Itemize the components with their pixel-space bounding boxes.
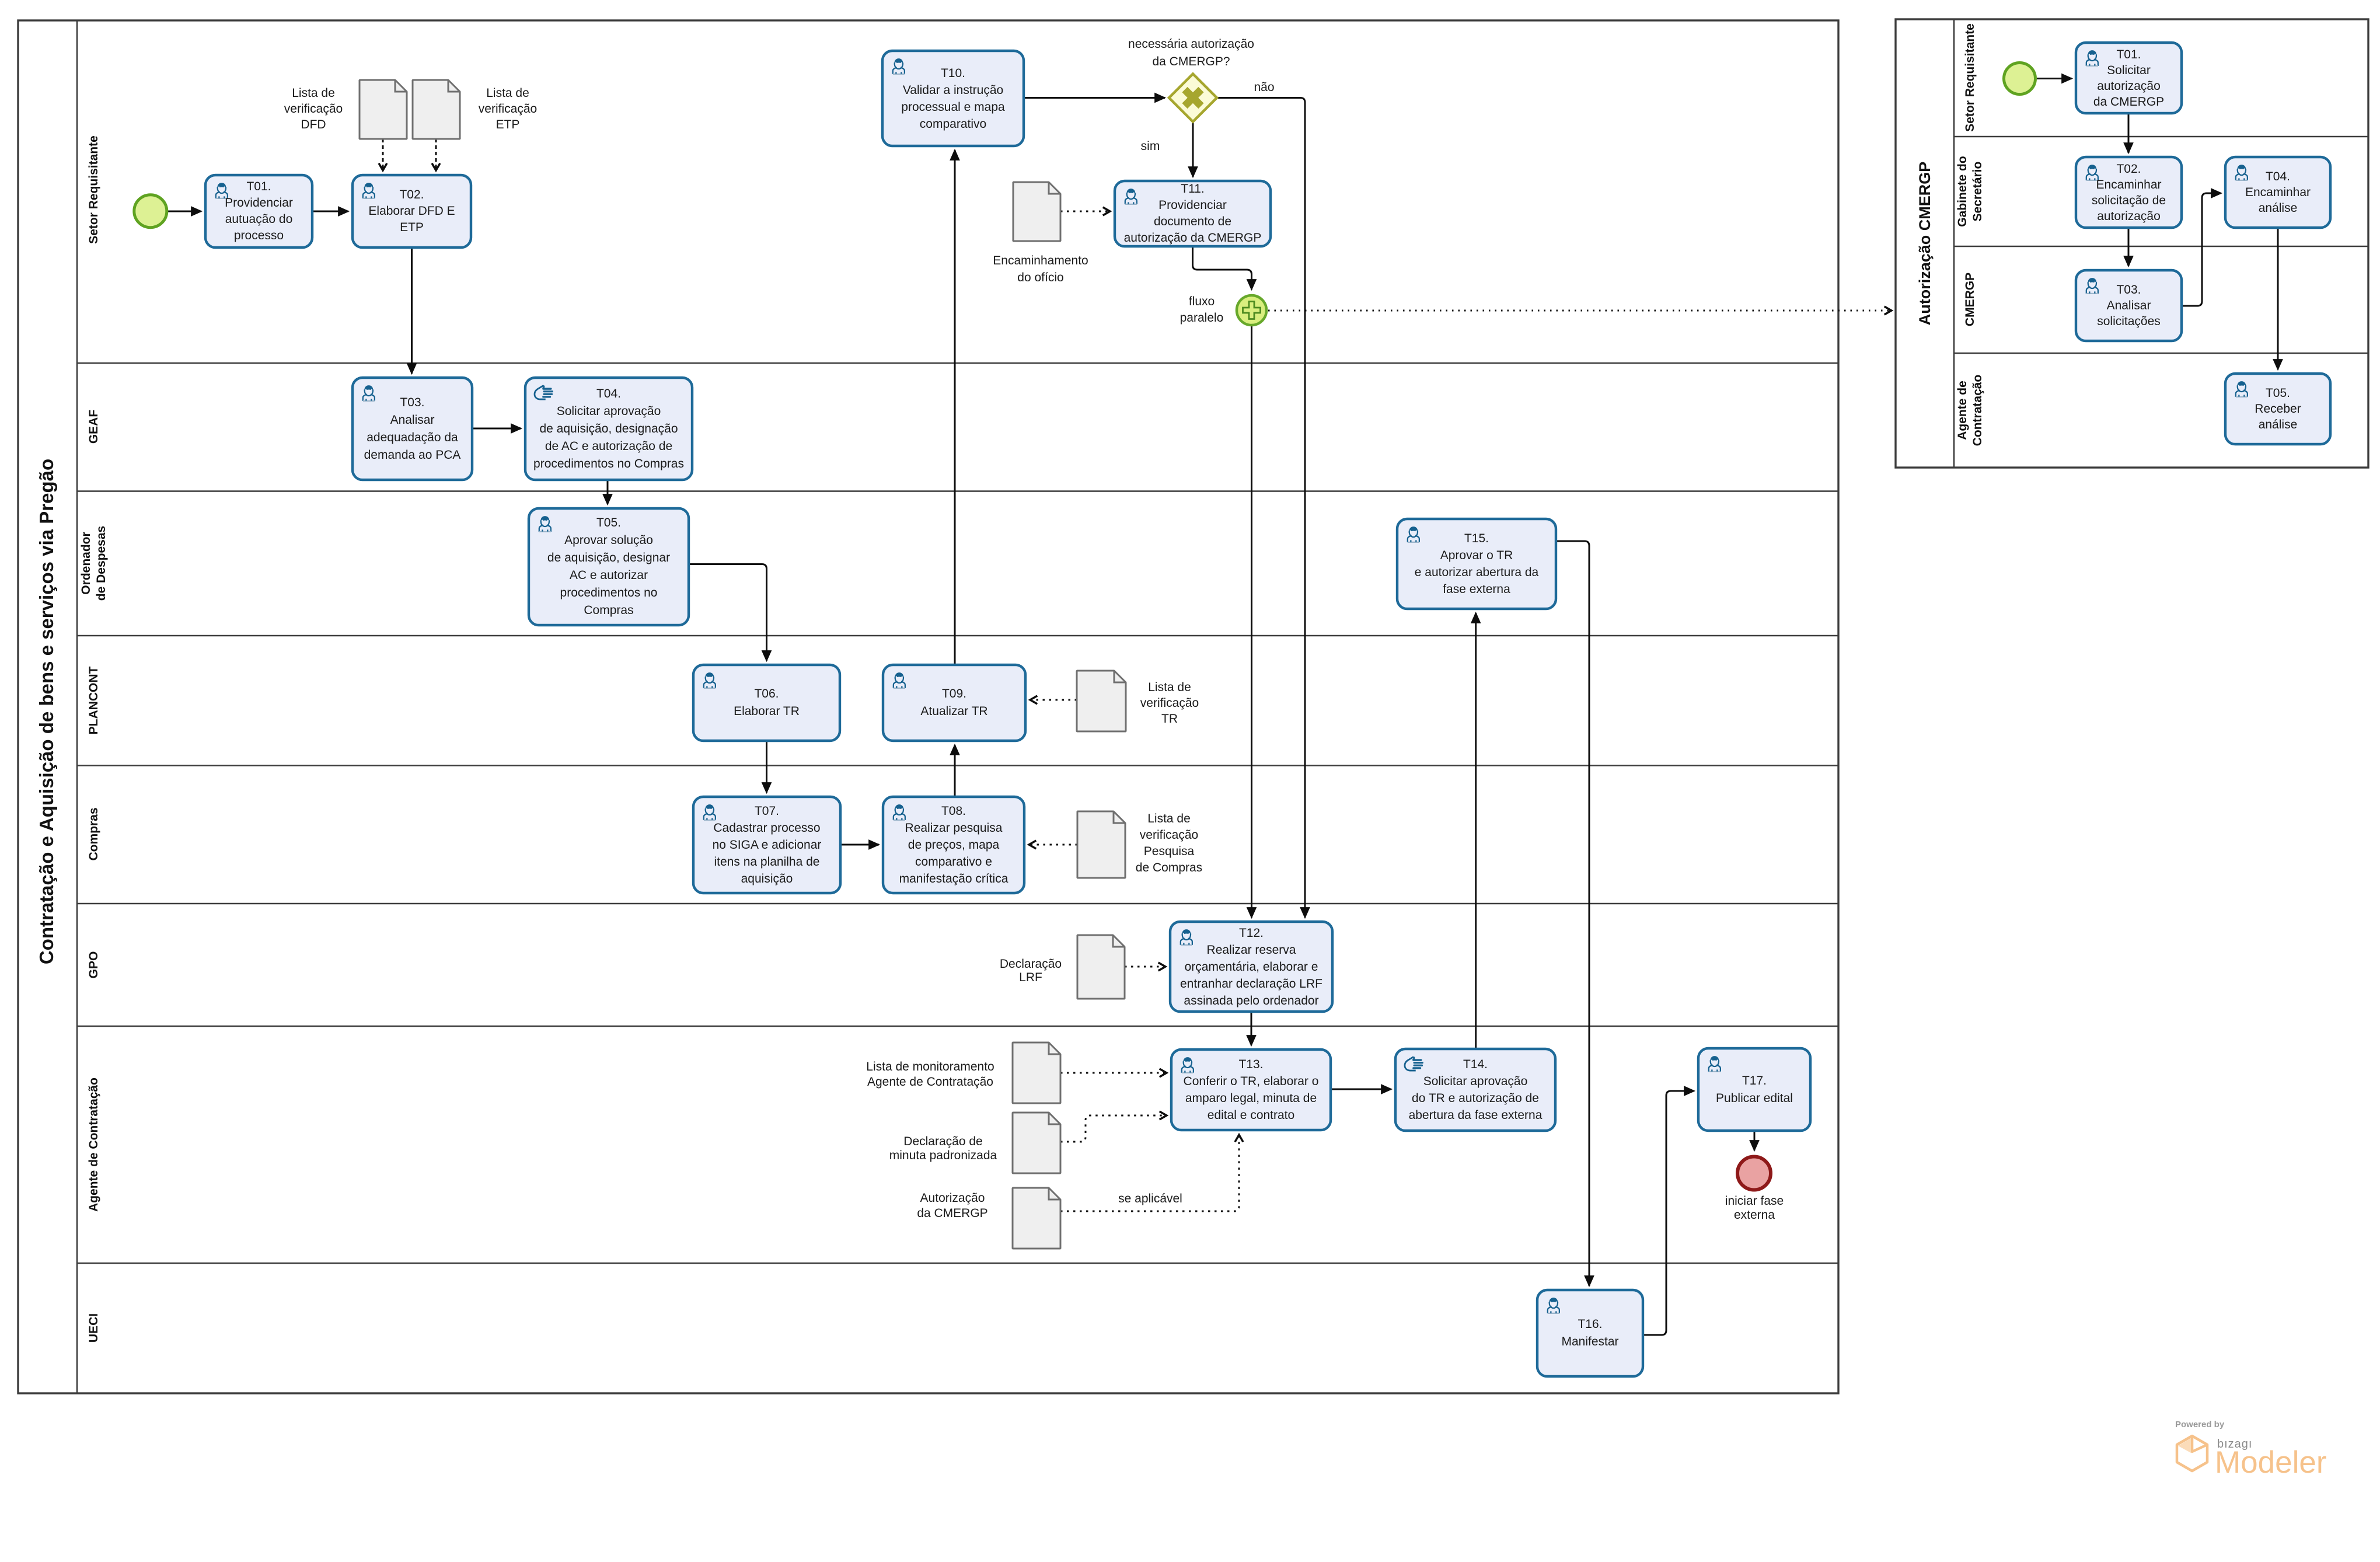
svg-text:Powered by: Powered by (2175, 1420, 2225, 1429)
svg-text:bızagı: bızagı (2217, 1438, 2252, 1451)
svg-text:Modeler: Modeler (2215, 1445, 2326, 1480)
